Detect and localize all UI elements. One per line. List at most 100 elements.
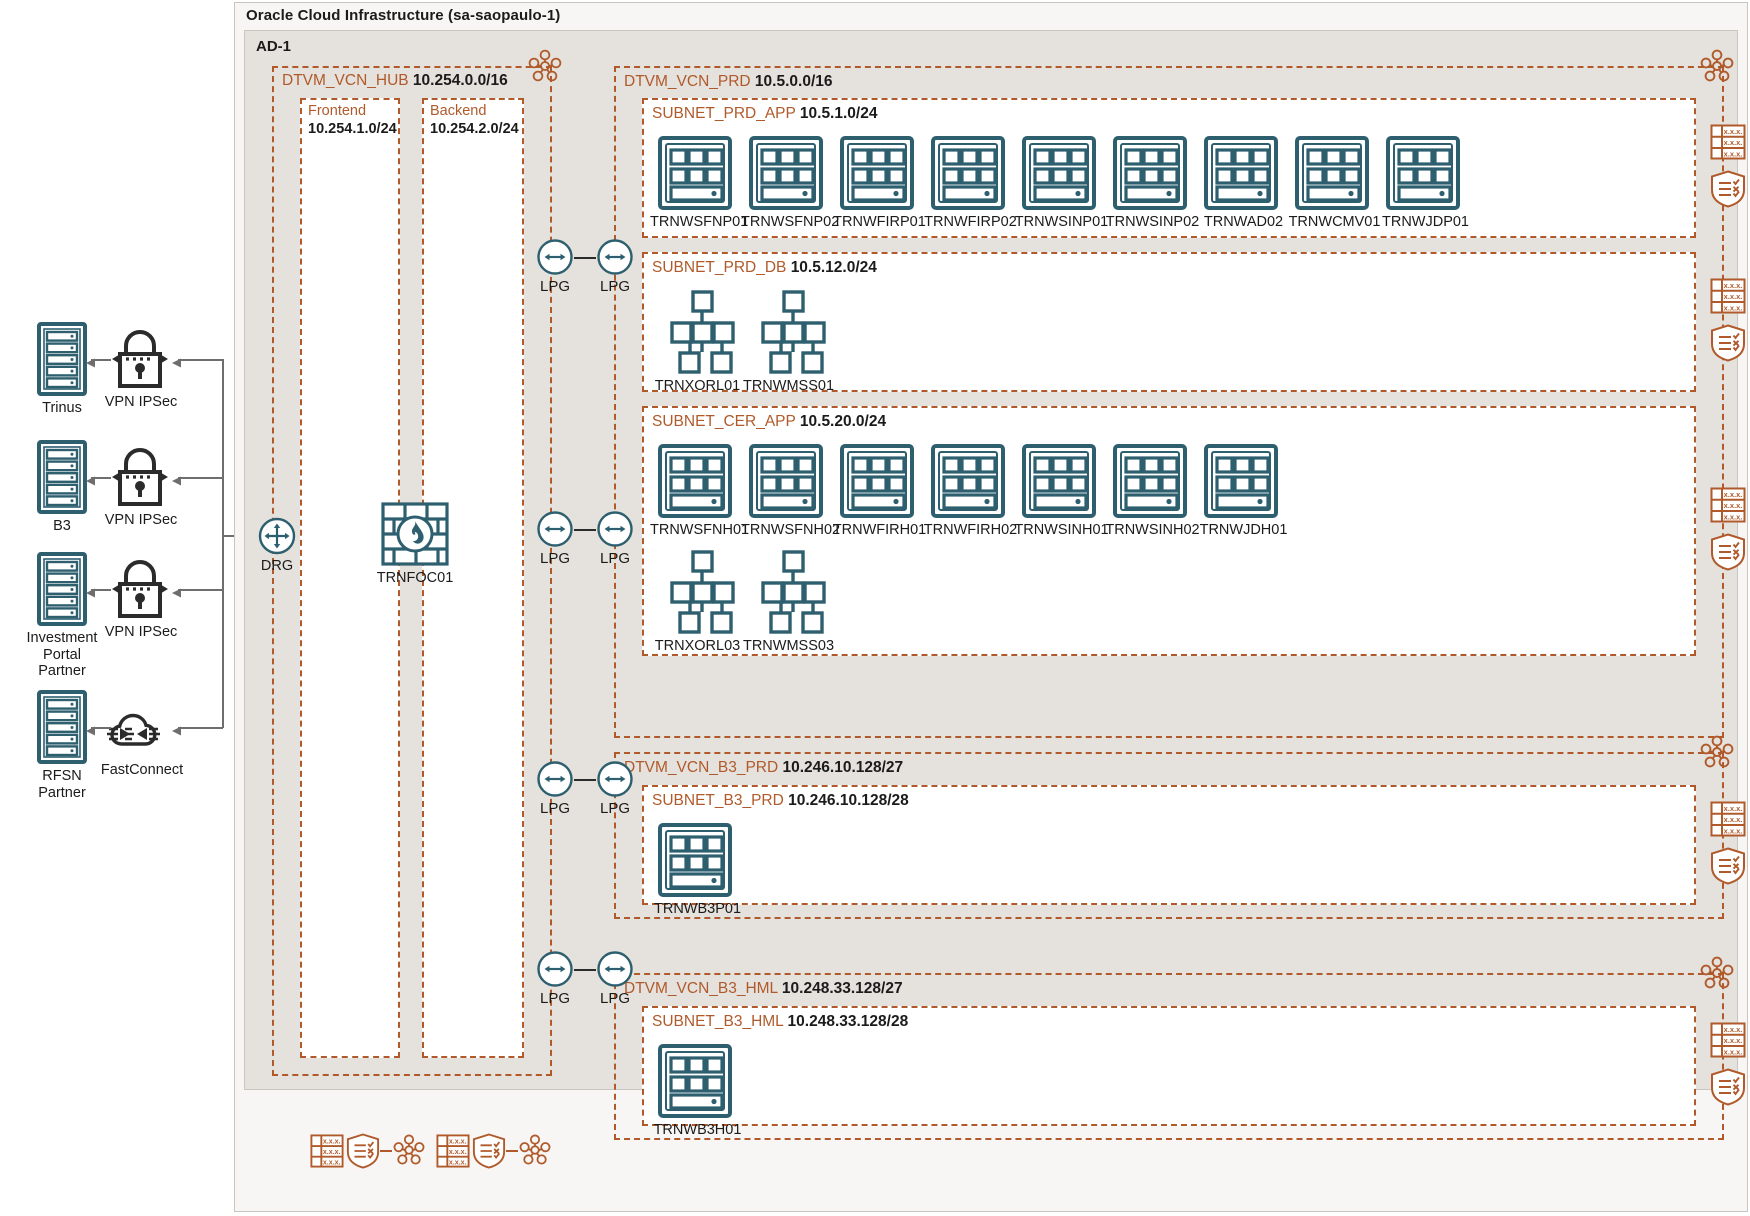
- db-cluster-icon: [761, 290, 826, 374]
- local-peering-gateway-icon[interactable]: [596, 950, 634, 988]
- firewall-icon[interactable]: [381, 500, 449, 568]
- compute-node[interactable]: [668, 550, 736, 634]
- onprem-bus-arrow-0: [172, 355, 181, 368]
- subnet-cidr: 10.246.10.128/28: [788, 792, 909, 809]
- compute-node[interactable]: [840, 444, 914, 518]
- lpg-link-0: [574, 257, 596, 259]
- compute-node-label: TRNWSINP01: [1014, 214, 1109, 230]
- onprem-bus-arrow-2: [172, 585, 181, 598]
- compute-node[interactable]: [1022, 136, 1096, 210]
- subnet-name: SUBNET_PRD_DB: [652, 259, 787, 276]
- svg-text:x.x.x.: x.x.x.: [1724, 1036, 1743, 1045]
- local-peering-gateway-icon[interactable]: [536, 760, 574, 798]
- svg-text:x.x.x.: x.x.x.: [1724, 138, 1743, 147]
- route-table-icon: x.x.x.x.x.x.x.x.x.: [310, 1134, 344, 1168]
- subnet-subnet_b3_prd-container: [642, 785, 1696, 905]
- subnet-name: SUBNET_B3_HML: [652, 1013, 784, 1030]
- hub-icon-connector: [380, 1150, 392, 1152]
- local-peering-gateway-icon[interactable]: [536, 950, 574, 988]
- compute-node-label: TRNWFIRH01: [832, 522, 927, 538]
- app-server-icon: [658, 823, 732, 897]
- compute-node-label: TRNWCMV01: [1288, 214, 1381, 230]
- local-peering-gateway-icon[interactable]: [596, 760, 634, 798]
- compute-node-label: TRNWMSS01: [742, 378, 835, 394]
- compute-node-label: TRNWSFNP01: [650, 214, 749, 230]
- svg-text:x.x.x.: x.x.x.: [1724, 490, 1743, 499]
- compute-node[interactable]: [1204, 136, 1278, 210]
- lpg-label: LPG: [539, 278, 570, 295]
- lpg-link-2: [574, 779, 596, 781]
- onprem-link-arrow-0: [86, 355, 95, 368]
- compute-node[interactable]: [931, 444, 1005, 518]
- compute-node-label: TRNXORL01: [654, 378, 741, 394]
- server-rack-icon: [37, 440, 87, 514]
- app-server-icon: [840, 136, 914, 210]
- hub-zone-frontend-label: Frontend 10.254.1.0/24: [308, 102, 397, 138]
- app-server-icon: [658, 1044, 732, 1118]
- route-table-icon: x.x.x.x.x.x.x.x.x.: [436, 1134, 470, 1168]
- compute-node[interactable]: [840, 136, 914, 210]
- compute-node-label: TRNWSINP02: [1105, 214, 1200, 230]
- db-cluster-icon: [761, 550, 826, 634]
- compute-node[interactable]: [1022, 444, 1096, 518]
- compute-node-label: TRNWSFNP02: [741, 214, 840, 230]
- svg-text:x.x.x.: x.x.x.: [1724, 815, 1743, 824]
- compute-node-label: TRNWMSS03: [742, 638, 835, 654]
- compute-node-label: TRNWFIRP02: [924, 214, 1017, 230]
- local-peering-gateway-icon[interactable]: [596, 238, 634, 276]
- dynamic-routing-gateway-icon[interactable]: [258, 517, 296, 555]
- local-peering-gateway-icon[interactable]: [536, 510, 574, 548]
- security-list-icon: [1710, 847, 1746, 885]
- compute-node[interactable]: [1113, 444, 1187, 518]
- compute-node[interactable]: [658, 444, 732, 518]
- local-peering-gateway-icon[interactable]: [536, 238, 574, 276]
- vcn-cidr: 10.246.10.128/27: [782, 759, 904, 776]
- lock-icon: [110, 328, 170, 390]
- svg-text:x.x.x.: x.x.x.: [1724, 1047, 1743, 1056]
- vcn-cidr: 10.248.33.128/27: [781, 980, 903, 997]
- svg-text:x.x.x.: x.x.x.: [449, 1137, 467, 1145]
- svg-text:x.x.x.: x.x.x.: [1724, 127, 1743, 136]
- compute-node[interactable]: [658, 1044, 732, 1118]
- compute-node[interactable]: [1204, 444, 1278, 518]
- compute-node[interactable]: [931, 136, 1005, 210]
- onprem-link-1: [91, 477, 111, 479]
- compute-node-label: TRNWSFNH01: [650, 522, 750, 538]
- cloud-icon: [104, 698, 164, 760]
- compute-node[interactable]: [1386, 136, 1460, 210]
- lpg-label: LPG: [599, 278, 630, 295]
- vcn-cidr: 10.5.0.0/16: [754, 73, 833, 90]
- app-server-icon: [1204, 444, 1278, 518]
- compute-node[interactable]: [668, 290, 736, 374]
- onprem-link-arrow-2: [86, 585, 95, 598]
- security-list-icon: [1710, 1068, 1746, 1106]
- onprem-conn-label-0: VPN IPSec: [104, 394, 178, 410]
- app-server-icon: [840, 444, 914, 518]
- compute-node[interactable]: [749, 136, 823, 210]
- lpg-label: LPG: [599, 800, 630, 817]
- onprem-node-label-1: B3: [53, 518, 71, 534]
- local-peering-gateway-icon[interactable]: [596, 510, 634, 548]
- onprem-node-label-0: Trinus: [42, 400, 82, 416]
- vcn-name: DTVM_VCN_B3_PRD: [624, 759, 779, 776]
- drg-label: DRG: [260, 558, 294, 574]
- compute-node[interactable]: [658, 823, 732, 897]
- route-table-icon: x.x.x.x.x.x.x.x.x.: [1710, 801, 1746, 837]
- onprem-vertical-bus: [222, 359, 224, 728]
- onprem-link-arrow-3: [86, 723, 95, 736]
- security-list-icon: [1710, 170, 1746, 208]
- compute-node[interactable]: [658, 136, 732, 210]
- compute-node-label: TRNWSINH01: [1014, 522, 1109, 538]
- compute-node[interactable]: [749, 444, 823, 518]
- compute-node[interactable]: [759, 550, 827, 634]
- compute-node[interactable]: [1113, 136, 1187, 210]
- lpg-label: LPG: [599, 990, 630, 1007]
- vcn-name: DTVM_VCN_PRD: [624, 73, 751, 90]
- network-gateway-icon: [1699, 955, 1735, 991]
- onprem-conn-label-1: VPN IPSec: [104, 512, 178, 528]
- compute-node[interactable]: [1295, 136, 1369, 210]
- network-gateway-icon: [518, 1133, 552, 1167]
- compute-node[interactable]: [759, 290, 827, 374]
